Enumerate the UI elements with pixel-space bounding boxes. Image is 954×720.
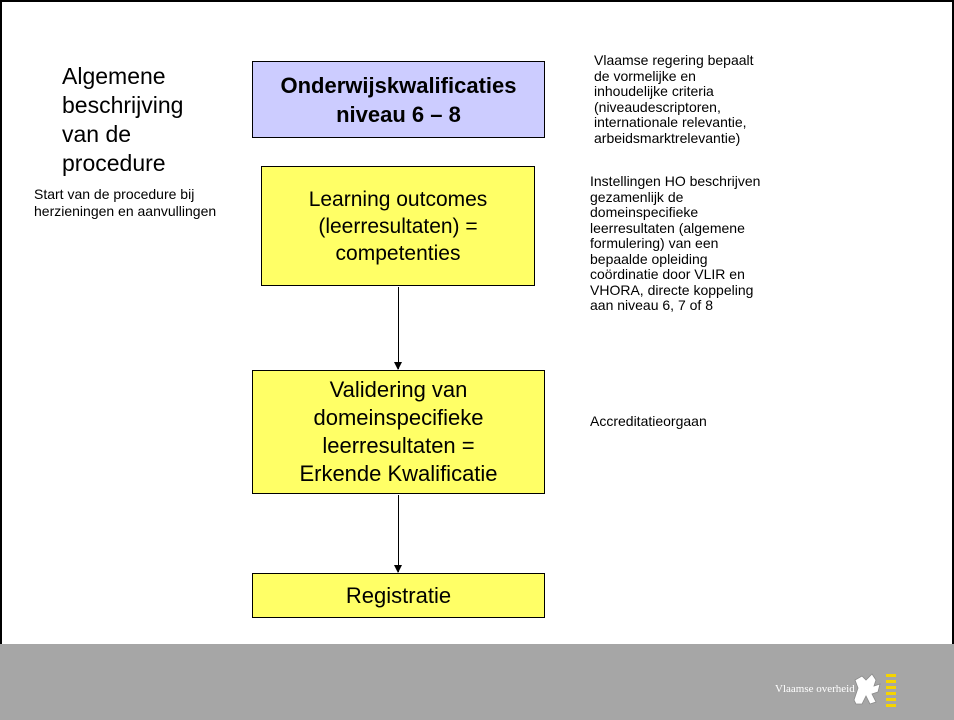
box-line: competenties [335,241,461,265]
box-line: domeinspecifieke [313,405,484,430]
note-line: VHORA, directe koppeling [590,281,754,298]
note-line: arbeidsmarktrelevantie) [594,129,741,146]
registration-box: Registratie [252,573,545,618]
note-line: inhoudelijke criteria [594,83,714,99]
slide-title: Algemene beschrijving van de procedure [62,62,262,178]
note-line: gezamenlijk de [590,188,684,205]
box-line: Learning outcomes [308,187,488,211]
arrow-to-validation [394,287,402,370]
footer-bar [0,644,954,720]
institutions-note: Instellingen HO beschrijven gezamenlijk … [590,173,810,314]
box-line: Onderwijskwalificaties [280,72,517,98]
box-line: niveau 6 – 8 [336,101,461,127]
title-line: Algemene [62,63,166,89]
flemish-lion-icon [853,673,896,707]
note-line: (niveaudescriptoren, [594,98,721,115]
box-line: (leerresultaten) = [318,214,478,238]
note-line: leerresultaten (algemene [590,219,745,236]
note-line: internationale relevantie, [594,114,747,130]
note-line: aan niveau 6, 7 of 8 [590,297,713,313]
qualifications-box: Onderwijskwalificaties niveau 6 – 8 [252,61,545,138]
title-line: beschrijving [62,92,184,118]
note-line: bepaalde opleiding [590,250,708,267]
box-line: Validering van [329,377,468,402]
note-line: coördinatie door VLIR en [590,266,745,282]
arrow-to-registration [394,495,402,573]
note-line: de vormelijke en [594,67,696,84]
accreditation-note: Accreditatieorgaan [590,413,707,429]
note-line: formulering) van een [590,235,719,251]
government-note: Vlaamse regering bepaalt de vormelijke e… [594,52,814,146]
note-line: domeinspecifieke [590,204,699,220]
title-line: van de [62,121,132,147]
logo-text: Vlaamse overheid [775,683,855,695]
start-note: Start van de procedure bij herzieningen … [34,186,217,219]
title-line: procedure [62,150,166,176]
note-line: Instellingen HO beschrijven [590,173,761,189]
box-line: Erkende Kwalificatie [299,461,498,486]
box-line: leerresultaten = [322,433,475,458]
learning-outcomes-box: Learning outcomes (leerresultaten) = com… [261,166,535,286]
validation-box: Validering van domeinspecifieke leerresu… [252,370,545,494]
note-line: Vlaamse regering bepaalt [594,52,754,68]
